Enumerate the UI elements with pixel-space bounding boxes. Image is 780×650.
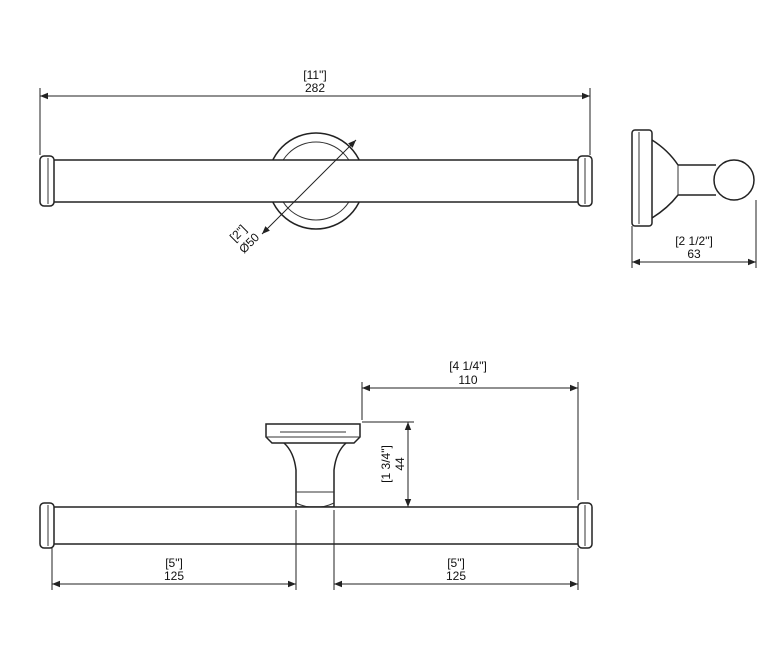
overall-length-mm: 282 xyxy=(305,81,325,95)
projection-mm: 63 xyxy=(687,247,701,261)
front-view: [4 1/4"] 110 [1 3/4"] 44 [5"] 125 [5"] 1… xyxy=(39,359,593,590)
post-height-dimension: [1 3/4"] 44 xyxy=(340,421,414,508)
mounting-plate xyxy=(265,423,361,508)
left-arm-inches: [5"] xyxy=(165,556,183,570)
overall-length-dimension: [11"] 282 xyxy=(39,68,591,155)
post-offset-inches: [4 1/4"] xyxy=(449,359,487,373)
right-arm-mm: 125 xyxy=(446,569,466,583)
left-arm-dimension: [5"] 125 xyxy=(51,510,297,590)
right-arm-dimension: [5"] 125 xyxy=(333,510,579,590)
projection-dimension: [2 1/2"] 63 xyxy=(631,200,757,268)
left-arm-mm: 125 xyxy=(164,569,184,583)
bar-top xyxy=(39,155,593,207)
post-offset-mm: 110 xyxy=(458,373,477,387)
post-offset-dimension: [4 1/4"] 110 xyxy=(361,359,579,500)
top-view: [11"] 282 [2"] Ø50 xyxy=(39,68,593,256)
right-arm-inches: [5"] xyxy=(447,556,465,570)
projection-inches: [2 1/2"] xyxy=(675,234,713,248)
side-view: [2 1/2"] 63 xyxy=(631,129,757,268)
post-height-inches: [1 3/4"] xyxy=(379,445,393,483)
overall-length-inches: [11"] xyxy=(303,68,326,82)
bar-front xyxy=(39,502,593,549)
post-height-mm: 44 xyxy=(393,457,407,471)
